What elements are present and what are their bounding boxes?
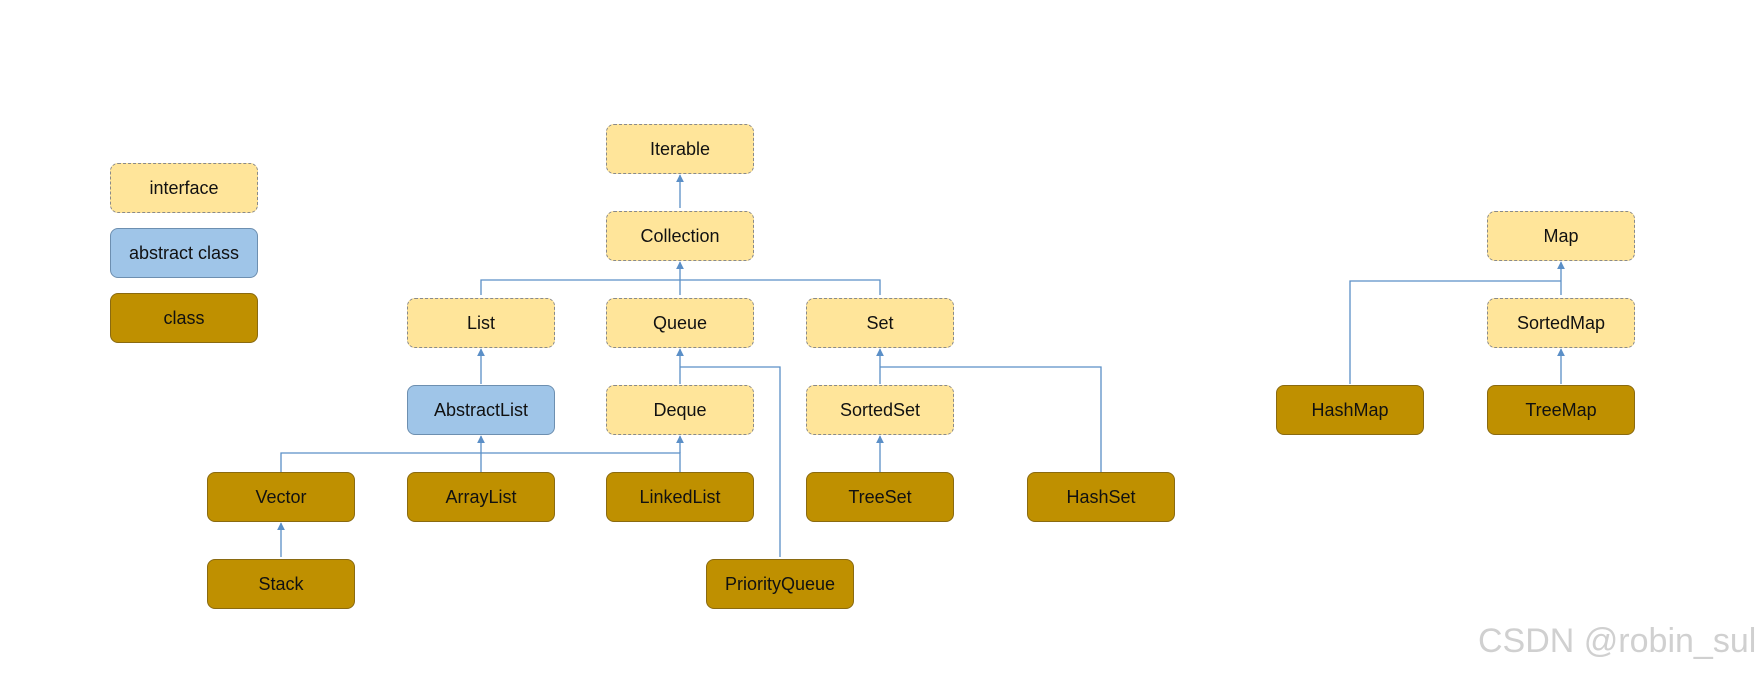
node-map: Map <box>1487 211 1635 261</box>
node-array-list: ArrayList <box>407 472 555 522</box>
node-queue: Queue <box>606 298 754 348</box>
node-priority-queue: PriorityQueue <box>706 559 854 609</box>
node-tree-set: TreeSet <box>806 472 954 522</box>
node-hash-map: HashMap <box>1276 385 1424 435</box>
node-abstract-list: AbstractList <box>407 385 555 435</box>
node-stack: Stack <box>207 559 355 609</box>
node-vector: Vector <box>207 472 355 522</box>
node-sorted-set: SortedSet <box>806 385 954 435</box>
node-sorted-map: SortedMap <box>1487 298 1635 348</box>
edge-list-collection <box>480 279 680 295</box>
node-list: List <box>407 298 555 348</box>
node-hash-set: HashSet <box>1027 472 1175 522</box>
legend-class: class <box>110 293 258 343</box>
edge-set-collection <box>680 279 881 295</box>
node-tree-map: TreeMap <box>1487 385 1635 435</box>
node-collection: Collection <box>606 211 754 261</box>
node-set: Set <box>806 298 954 348</box>
edge-linkedlist-abstractlist <box>481 452 681 472</box>
node-linked-list: LinkedList <box>606 472 754 522</box>
legend-abstract-class: abstract class <box>110 228 258 278</box>
legend-interface: interface <box>110 163 258 213</box>
edge-hashset-set <box>880 366 1102 472</box>
edge-hashmap-map <box>1349 280 1561 384</box>
edge-priorityqueue-queue <box>680 366 781 557</box>
edge-vector-abstractlist <box>280 452 481 472</box>
node-deque: Deque <box>606 385 754 435</box>
node-iterable: Iterable <box>606 124 754 174</box>
watermark: CSDN @robin_suli <box>1478 622 1758 660</box>
